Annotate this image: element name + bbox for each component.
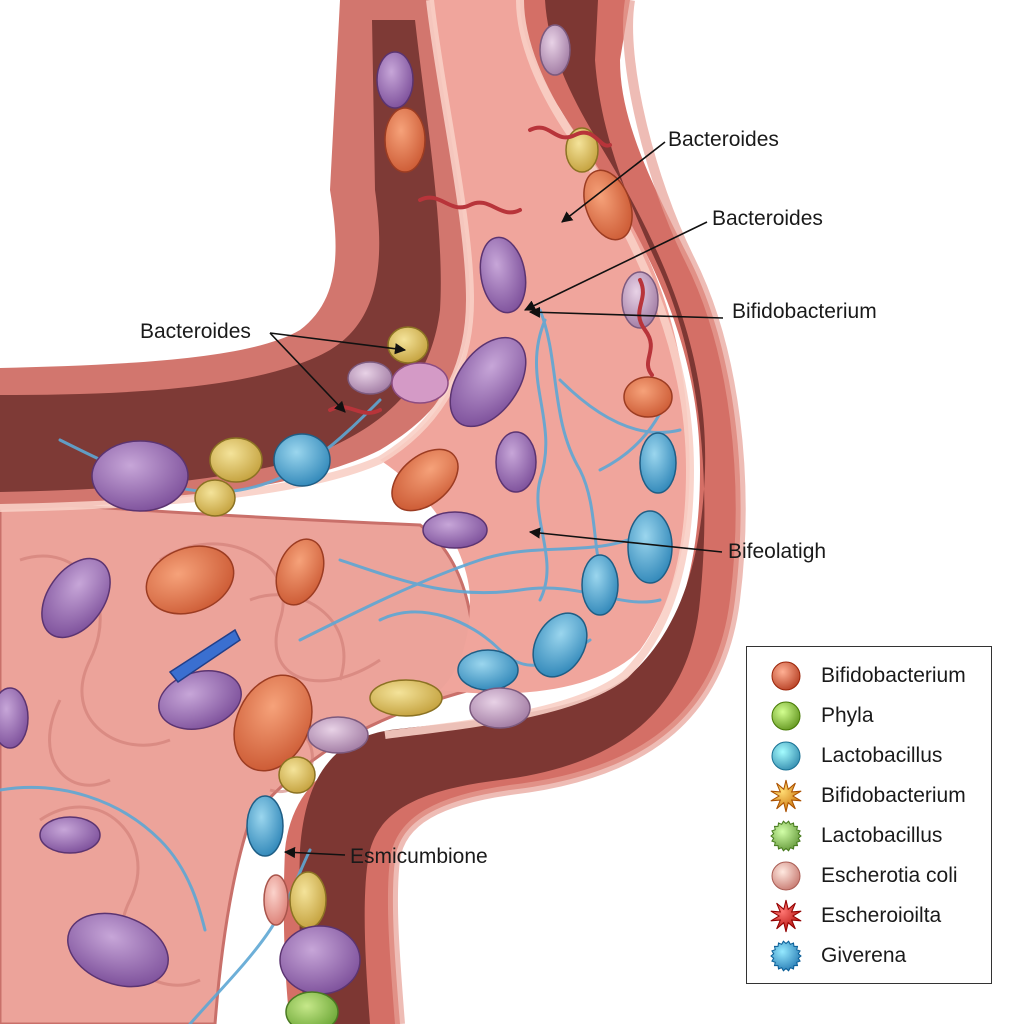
callout-line-3	[528, 306, 724, 319]
legend-swatch-5	[771, 861, 801, 891]
upper-left-inner-channel	[0, 20, 441, 492]
callout-label-bifeolatigh: Bifeolatigh	[728, 540, 827, 563]
legend-label-7: Giverena	[821, 944, 907, 967]
legend-swatch-shape-5	[771, 861, 801, 891]
legend-item-5: Escherotia coli	[747, 855, 991, 895]
legend-swatch-4	[770, 820, 802, 852]
callout-label-bifidobacterium: Bifidobacterium	[732, 300, 877, 323]
legend-swatch-shape-7	[770, 940, 802, 972]
callout-line-1	[561, 141, 666, 223]
legend-label-0: Bifidobacterium	[821, 664, 966, 687]
legend-swatch-1	[771, 701, 801, 731]
callout-label-bacteroides-1: Bacteroides	[668, 128, 779, 151]
legend-item-7: Giverena	[747, 935, 991, 975]
right-outer-serosa	[387, 0, 746, 1024]
legend-item-1: Phyla	[747, 695, 991, 735]
legend-swatch-0	[771, 661, 801, 691]
legend-label-1: Phyla	[821, 704, 874, 727]
bacteria-cells	[0, 24, 677, 1024]
tissue-folds	[19, 542, 381, 987]
callout-line-4a	[269, 332, 407, 355]
callout-line-6	[283, 846, 346, 859]
right-inner-channel	[299, 0, 706, 1024]
callout-label-bacteroides-2: Bacteroides	[712, 207, 823, 230]
legend-label-2: Lactobacillus	[821, 744, 943, 767]
callout-label-bacteroides-3: Bacteroides	[140, 320, 251, 343]
legend-swatch-7	[770, 940, 802, 972]
legend-swatch-shape-1	[771, 701, 801, 731]
legend-item-3: Bifidobacterium	[747, 775, 991, 815]
legend-label-3: Bifidobacterium	[821, 784, 966, 807]
legend-item-2: Lactobacillus	[747, 735, 991, 775]
callout-label-esmicumbione: Esmicumbione	[350, 845, 488, 868]
legend-swatch-shape-6	[770, 899, 802, 933]
callout-lines	[269, 141, 724, 859]
legend-swatch-shape-2	[771, 741, 801, 771]
callout-line-5	[528, 527, 723, 553]
callout-line-4b	[269, 332, 346, 413]
mucosa-edge	[384, 0, 695, 739]
legend-swatch-3	[770, 779, 802, 813]
legend: Bifidobacterium Phyla Lactobacillus Bifi…	[746, 646, 992, 984]
filaments	[0, 308, 682, 1024]
mucosa-edge-left	[0, 0, 475, 512]
legend-swatch-shape-4	[770, 820, 802, 852]
legend-item-0: Bifidobacterium	[747, 655, 991, 695]
legend-item-6: Escheroioilta	[747, 895, 991, 935]
legend-label-4: Lactobacillus	[821, 824, 943, 847]
legend-label-6: Escheroioilta	[821, 904, 942, 927]
callout-line-2	[523, 221, 708, 311]
legend-label-5: Escherotia coli	[821, 864, 958, 887]
legend-swatch-6	[770, 899, 802, 933]
legend-swatch-shape-3	[770, 779, 802, 813]
legend-item-4: Lactobacillus	[747, 815, 991, 855]
legend-swatch-2	[771, 741, 801, 771]
blue-rod-organism	[168, 628, 241, 684]
legend-swatch-shape-0	[771, 661, 801, 691]
